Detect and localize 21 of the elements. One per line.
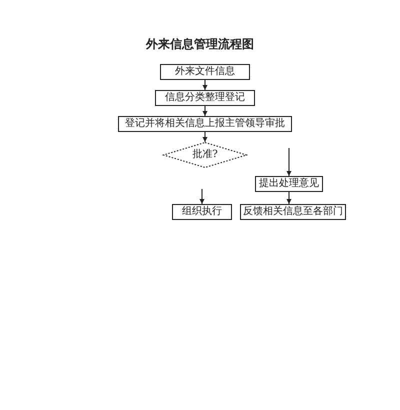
arrow <box>202 106 208 116</box>
arrow <box>202 80 208 90</box>
process-box <box>172 204 232 220</box>
arrow <box>200 188 204 204</box>
process-step-text: 外来文件信息 <box>175 66 235 78</box>
process-step-text: 信息分类整理登记 <box>165 92 245 104</box>
process-step-text: 登记并将相关信息上报主管领导审批 <box>125 118 285 130</box>
process-box <box>160 64 250 80</box>
arrow <box>286 148 292 176</box>
process-box <box>255 176 323 192</box>
arrow <box>202 132 208 142</box>
process-step-text: 提出处理意见 <box>259 178 319 190</box>
diagram-title: 外来信息管理流程图 <box>146 36 254 53</box>
decision-text: 批准? <box>192 149 218 161</box>
process-box <box>155 90 255 106</box>
process-step-text: 组织执行 <box>182 206 222 218</box>
arrow <box>286 192 292 204</box>
process-box <box>118 116 292 132</box>
decision-diamond <box>163 142 247 168</box>
process-step-text: 反馈相关信息至各部门 <box>243 206 343 218</box>
process-box <box>240 204 346 220</box>
